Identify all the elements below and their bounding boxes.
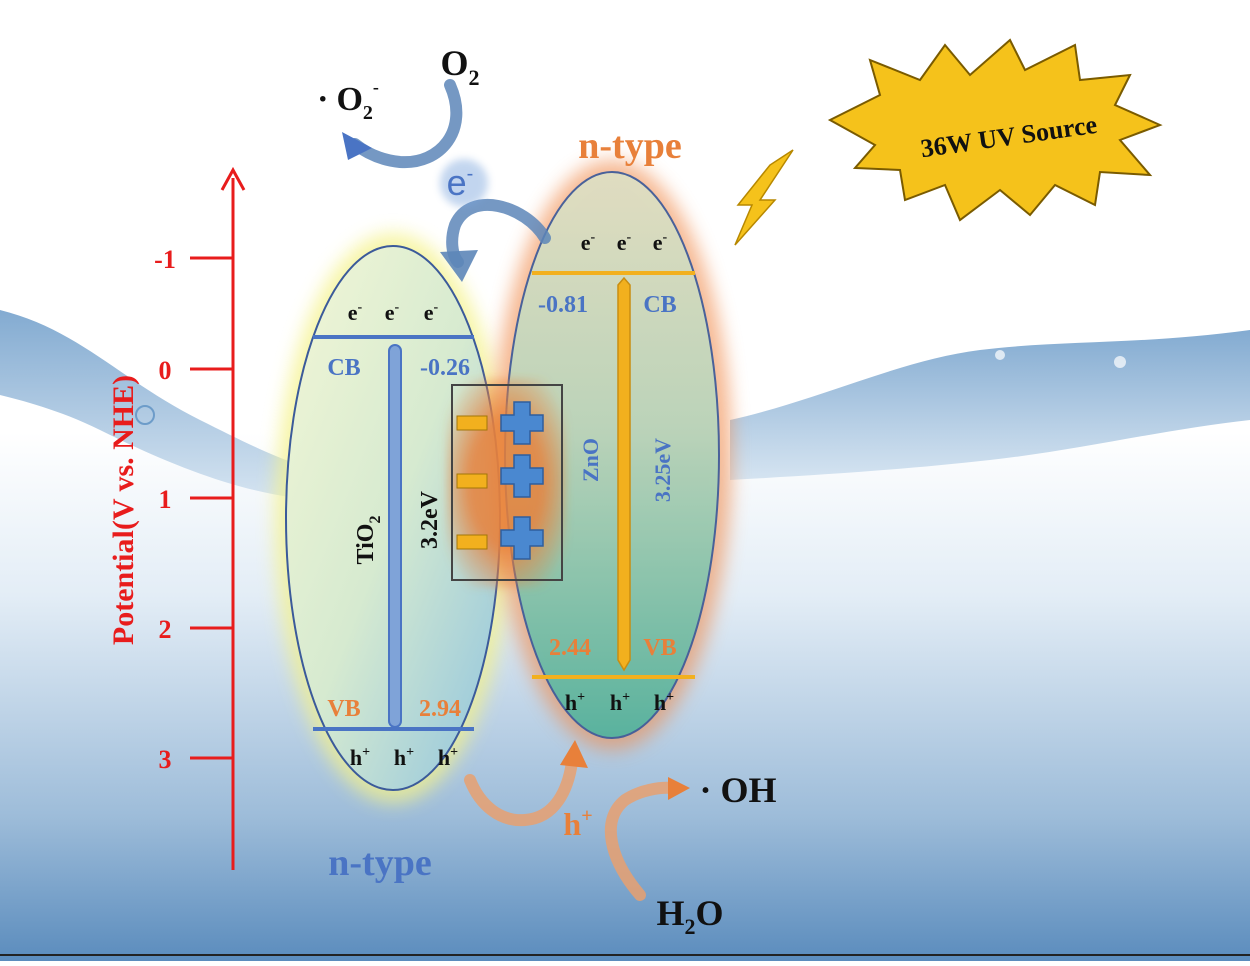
lightning-icon (734, 149, 794, 246)
water-bubble (135, 405, 155, 425)
hole-arrowhead (560, 740, 588, 768)
hole-transfer-arrow (464, 740, 588, 827)
reduction-arrowhead (342, 132, 372, 160)
zno-band-gap: 3.25eV (650, 438, 675, 502)
negative-charge-icon (456, 534, 488, 550)
tio2-band-gap: 3.2eV (417, 490, 443, 549)
zno-name: ZnO (578, 438, 603, 482)
tio2-vb-label: VB (327, 696, 360, 722)
water-bubble (1114, 356, 1126, 368)
tio2-cb-value: -0.26 (420, 355, 470, 381)
electron-transfer-arrow (440, 198, 551, 282)
interface-charges (446, 378, 566, 588)
zno-electron: e- (653, 230, 668, 255)
water-oxidation: · OH H2O (604, 770, 777, 939)
positive-charge-icon (500, 401, 544, 445)
tio2-name: TiO2 (353, 516, 384, 565)
zno-vb-label: VB (643, 635, 676, 661)
zno-electron: e- (581, 230, 596, 255)
zno-vb-value: 2.44 (549, 635, 591, 661)
axis-title: Potential(V vs. NHE) (107, 375, 140, 645)
tio2-hole: h+ (350, 745, 370, 770)
zno-type-label: n-type (578, 125, 681, 167)
tio2-vb-value: 2.94 (419, 696, 461, 722)
negative-charge-icon (456, 473, 488, 489)
hole-transfer-label: h+ (563, 805, 592, 842)
tio2-type-label: n-type (328, 842, 431, 884)
zno-electron: e- (617, 230, 632, 255)
zno-band-gap-bar (617, 276, 631, 672)
uv-source: 36W UV Source (827, 38, 1163, 222)
zno-hole: h+ (610, 690, 630, 715)
positive-charge-icon (500, 516, 544, 560)
axis-tick-label: 0 (159, 356, 172, 385)
superoxide-label: ·O2- (317, 77, 379, 124)
tio2-electron: e- (424, 300, 439, 325)
starburst-shape (827, 38, 1163, 222)
tio2-cb-label: CB (327, 355, 360, 381)
tio2-labels: e- e- e- CB -0.26 TiO2 3.2eV VB 2.94 h+ … (327, 300, 470, 884)
axis-tick-label: 1 (159, 485, 172, 514)
water-bubble (995, 350, 1005, 360)
zno-labels: e- e- e- -0.81 CB ZnO 3.25eV 2.44 VB h+ … (538, 125, 682, 715)
axis-arrowhead (220, 166, 246, 191)
tio2-hole: h+ (394, 745, 414, 770)
reduction-arrow (349, 79, 463, 169)
tio2-electron: e- (348, 300, 363, 325)
oxidation-arrowhead (668, 777, 690, 800)
zno-cb-value: -0.81 (538, 292, 588, 318)
interface-box (451, 384, 563, 581)
electron-transfer-label: e- (440, 159, 488, 207)
o2-label: O2 (440, 43, 479, 90)
svg-text:e-: e- (447, 162, 474, 203)
hydroxyl-label: · OH (699, 770, 776, 810)
zno-hole: h+ (654, 690, 674, 715)
o2-reduction: O2 ·O2- (317, 43, 480, 169)
axis-tick-label: 3 (159, 745, 172, 774)
zno-cb-label: CB (643, 292, 676, 318)
wave-left (0, 310, 330, 500)
electron-arrowhead (440, 250, 478, 282)
tio2-electron: e- (385, 300, 400, 325)
tio2-particle (275, 233, 511, 803)
oxidation-arrow (604, 781, 678, 901)
positive-charge-icon (500, 454, 544, 498)
tio2-band-gap-bar (388, 344, 402, 728)
tio2-hole: h+ (438, 745, 458, 770)
water-label: H2O (656, 893, 723, 939)
axis-tick-label: -1 (154, 245, 176, 274)
axis-tick-label: 2 (159, 615, 172, 644)
zno-particle (492, 160, 732, 750)
zno-hole: h+ (565, 690, 585, 715)
negative-charge-icon (456, 415, 488, 431)
potential-axis: -1 0 1 2 3 Potential(V vs. NHE) (107, 166, 246, 870)
